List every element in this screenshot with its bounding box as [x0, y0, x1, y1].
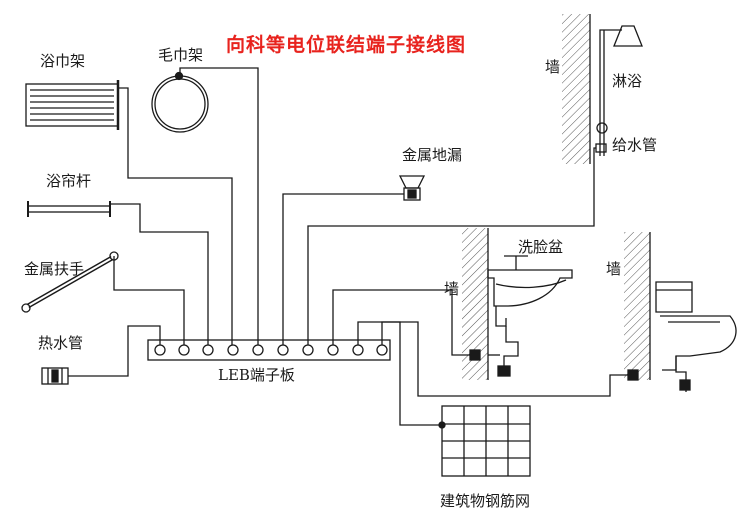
towel-ring-label: 毛巾架 [158, 46, 204, 64]
rebar-mesh-icon [438, 405, 531, 477]
curtain-rod-icon [27, 201, 111, 217]
leb-board-label: LEB端子板 [218, 366, 295, 384]
floor-drain-icon [398, 175, 426, 201]
wall-label-toilet: 墙 [606, 260, 622, 278]
rebar-mesh-label: 建筑物钢筋网 [440, 492, 531, 510]
shower-icon [595, 25, 643, 156]
grab-bar-label: 金属扶手 [24, 260, 85, 278]
towel-rack-label: 浴巾架 [40, 52, 86, 70]
wall-label-shower: 墙 [545, 58, 561, 76]
bonding-wires [68, 67, 633, 426]
floor-drain-label: 金属地漏 [402, 146, 463, 164]
diagram-title: 向科等电位联结端子接线图 [226, 34, 467, 56]
wall-shower [562, 14, 591, 164]
towel-rack-icon [25, 80, 120, 130]
hot-water-pipe-label: 热水管 [38, 334, 84, 352]
curtain-rod-label: 浴帘杆 [46, 172, 92, 190]
supply-pipe-label: 给水管 [612, 136, 658, 154]
washbasin-icon [469, 255, 573, 377]
wall-label-basin: 墙 [444, 280, 460, 298]
shower-label: 淋浴 [612, 72, 643, 90]
grab-bar-icon [21, 251, 119, 313]
towel-ring-icon [151, 71, 209, 133]
wall-toilet [624, 232, 651, 380]
hot-water-pipe-icon [41, 367, 69, 385]
washbasin-label: 洗脸盆 [518, 238, 564, 256]
toilet-icon [627, 281, 737, 392]
